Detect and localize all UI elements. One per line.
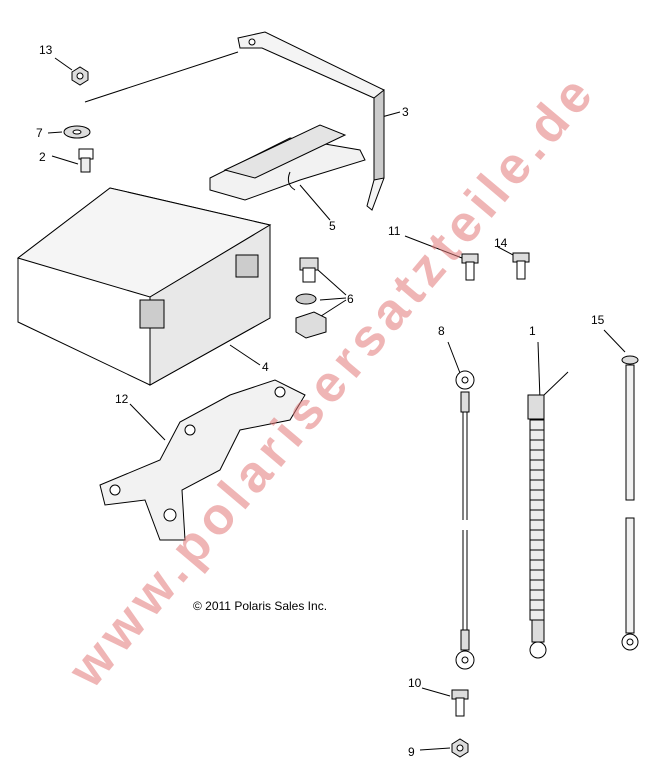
- leader-lines: [47, 51, 626, 751]
- battery-tray-12: [99, 379, 306, 541]
- callout-5: 5: [329, 219, 336, 233]
- callout-8: 8: [438, 324, 445, 338]
- callout-7: 7: [36, 126, 43, 140]
- battery-4: [16, 187, 272, 386]
- callout-12: 12: [115, 392, 129, 406]
- callout-14: 14: [494, 236, 508, 250]
- bolt-2: [78, 148, 94, 173]
- cable-1: [527, 371, 569, 659]
- callout-15: 15: [591, 313, 605, 327]
- copyright: © 2011 Polaris Sales Inc.: [193, 599, 328, 613]
- screw-11: [461, 253, 479, 281]
- callout-13: 13: [39, 43, 53, 57]
- cable-15: [621, 355, 639, 651]
- nut-9: [451, 738, 469, 758]
- callout-11: 11: [388, 224, 401, 238]
- hold-down-bracket-3: [237, 31, 385, 211]
- washer-7: [63, 125, 91, 139]
- callout-6: 6: [347, 292, 354, 306]
- callout-9: 9: [408, 745, 415, 759]
- cable-8: [455, 370, 475, 670]
- strap-5: [209, 124, 366, 201]
- callout-2: 2: [39, 150, 46, 164]
- nut-13: [71, 66, 89, 86]
- callout-10: 10: [408, 676, 422, 690]
- screw-14: [512, 252, 530, 280]
- callout-1: 1: [529, 324, 536, 338]
- hardware-kit-6: [295, 257, 327, 339]
- screw-10: [451, 689, 469, 717]
- callout-4: 4: [262, 360, 269, 374]
- callout-3: 3: [402, 105, 409, 119]
